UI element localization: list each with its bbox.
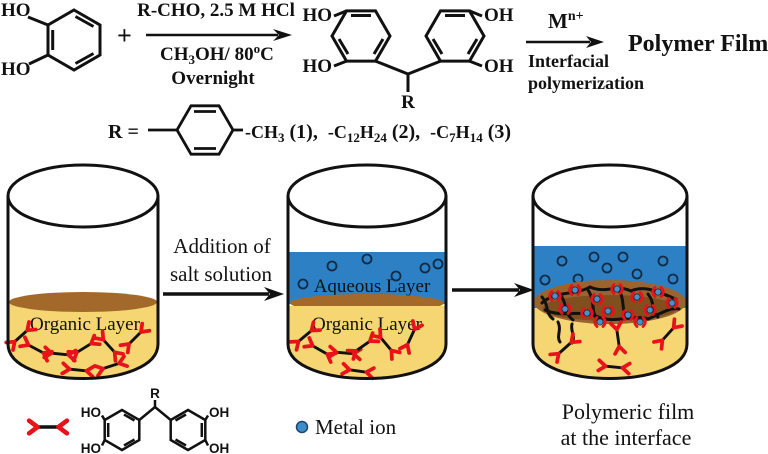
metal-ion-icon (667, 273, 679, 285)
arrowhead-icon (514, 283, 534, 297)
beaker-opening (531, 163, 689, 229)
metal-ion-icon (588, 251, 600, 263)
conditions-overnight: Overnight (171, 68, 255, 89)
catechol-ho-top-label: HO (1, 0, 31, 21)
legend-molecule: R HO HO OH OH (81, 386, 230, 454)
legend-metal-ion: Metal ion (295, 415, 397, 439)
beaker-body (531, 196, 689, 380)
interface-formation-arrow (452, 283, 534, 297)
beaker-opening (6, 163, 160, 229)
legend-ho-bottom: HO (81, 441, 101, 454)
reaction-arrow-1 (146, 29, 292, 41)
metal-ion-icon (539, 274, 551, 286)
r-def-formulas: -CH3 (1), -C12H24 (2), -C7H14 (3) (245, 121, 511, 145)
metal-ion-icon (390, 270, 402, 282)
polymerization-label: polymerization (528, 73, 644, 93)
product-structure (330, 9, 486, 92)
metal-ion-label: Metal ion (315, 415, 397, 439)
metal-ion-icon (657, 255, 669, 267)
metal-ion-icon (617, 251, 629, 263)
conditions-below: CH3OH/ 80oC (160, 41, 274, 67)
product-r-label: R (401, 92, 415, 113)
r-group-definition: R = -CH3 (1), -C12H24 (2), -C7H14 (3) (108, 104, 511, 156)
salt-addition-step: Addition of salt solution (163, 234, 284, 301)
metal-ion-icon (432, 258, 444, 270)
addition-line1: Addition of (173, 234, 270, 258)
metal-ions (539, 251, 679, 286)
arrowhead-icon (264, 287, 284, 301)
beaker-3 (531, 163, 689, 380)
organic-layer-label: Organic Layer (30, 314, 141, 335)
interfacial-label: Interfacial (528, 51, 609, 71)
r-def-prefix: R = (108, 121, 139, 143)
film-label-line1: Polymeric film (562, 399, 695, 424)
film-label-line2: at the interface (561, 425, 692, 450)
metal-ion-legend-icon (295, 420, 309, 434)
arrowhead-icon (586, 36, 604, 48)
aqueous-layer-label: Aqueous Layer (314, 276, 431, 297)
legend-oh-bottom: OH (209, 441, 229, 454)
polymer-film-label: Polymer Film (628, 31, 768, 57)
product-oh-top-right: OH (484, 5, 514, 26)
metal-ion-icon (631, 268, 643, 280)
legend-ho-top: HO (81, 405, 101, 420)
product-ho-bottom-left: HO (302, 56, 332, 77)
beaker-body (286, 196, 448, 380)
beaker-2: Aqueous Layer Organic Layer (286, 163, 448, 381)
product-ho-top-left: HO (302, 5, 332, 26)
beaker-opening (286, 163, 448, 229)
catechol-structure (27, 8, 102, 72)
layer-surface (9, 292, 157, 312)
metal-ion-icon (297, 278, 309, 290)
metal-ion-formula: Mn+ (548, 9, 584, 33)
metal-ion-icon (361, 253, 373, 265)
product-oh-bottom-right: OH (484, 56, 514, 77)
metal-ion-icon (556, 255, 568, 267)
legend-oh-top: OH (209, 405, 229, 420)
metal-ion-icon (419, 262, 431, 274)
plus-sign: + (117, 21, 132, 50)
beaker-body (6, 196, 160, 380)
legend: R HO HO OH OH Metal ion Polymeric film a… (29, 386, 694, 454)
catechol-ho-bottom-label: HO (1, 59, 31, 80)
polymerization-arrow (526, 36, 604, 48)
monomer-legend-icon (29, 421, 67, 434)
beaker-1: Organic Layer (4, 163, 160, 380)
metal-ions (297, 253, 444, 290)
conditions-above: R-CHO, 2.5 M HCl (137, 0, 295, 21)
addition-line2: salt solution (170, 262, 273, 286)
reaction-scheme: HO HO + R-CHO, 2.5 M HCl CH3OH/ 80oC Ove… (1, 0, 768, 156)
organic-layer-label: Organic Layer (312, 314, 423, 335)
tolyl-ring (148, 104, 243, 156)
metal-ion-icon (601, 262, 613, 274)
legend-film-label: Polymeric film at the interface (561, 399, 695, 450)
arrowhead-icon (273, 29, 292, 41)
legend-r-label: R (150, 386, 160, 401)
metal-ion-icon (326, 260, 338, 272)
